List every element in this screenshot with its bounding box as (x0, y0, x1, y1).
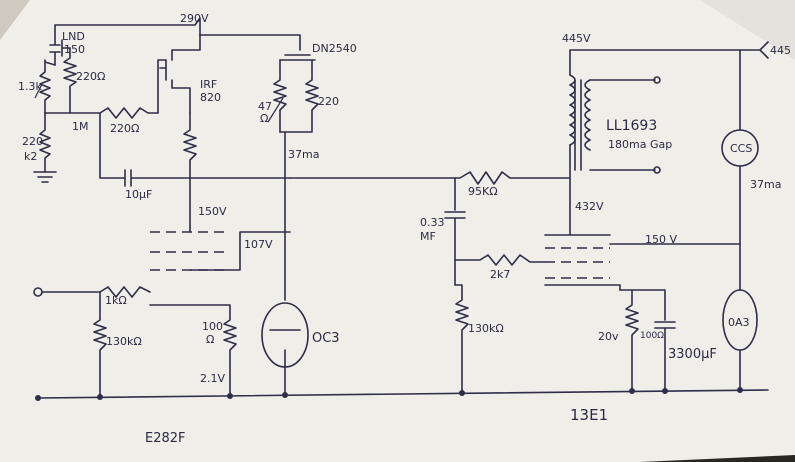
r1m-label: 1M (72, 120, 89, 133)
oa3-label: 0A3 (728, 316, 750, 329)
out445-label: 445 (770, 44, 791, 57)
dn2540-wiring (199, 34, 319, 301)
v20-label: 20v (598, 330, 619, 343)
i37-label: 37ma (288, 148, 319, 161)
r47-label: 47 (258, 100, 272, 113)
r1k-label: 1kΩ (105, 294, 127, 307)
v290-label: 290V (180, 12, 209, 25)
r220-left-label: 220Ω (76, 70, 105, 83)
labels: 290V LND 150 220Ω 1.3k 220 k2 1M 220Ω IR… (18, 12, 791, 446)
regulator-wiring (33, 17, 291, 229)
r95k-label: 95KΩ (468, 185, 498, 198)
v445-label: 445V (562, 32, 591, 45)
v107-label: 107V (244, 238, 273, 251)
r100-sub-label: Ω (206, 333, 214, 346)
ccs-label: CCS (730, 142, 752, 155)
e282f-label: E282F (145, 431, 186, 446)
irf-label: IRF (200, 78, 217, 91)
shadow-right (700, 0, 795, 60)
irf-sub-label: 820 (200, 91, 221, 104)
oc3-tube (261, 302, 309, 396)
e282f-tube (150, 227, 291, 271)
v21-label: 2.1V (200, 372, 225, 385)
lnd150-label: LND (62, 30, 85, 43)
v150-label: 150V (198, 205, 227, 218)
shadow-left (0, 0, 30, 40)
c10-label: 10μF (125, 188, 152, 201)
v150b-label: 150 V (645, 233, 677, 246)
r100-label: 100 (202, 320, 223, 333)
c033-label: 0.33 (420, 216, 445, 229)
pot-label: 1.3k (18, 80, 42, 93)
r100r-label: 100Ω (640, 331, 664, 341)
lnd150-sub-label: 150 (64, 43, 85, 56)
c033-sub-label: MF (420, 230, 436, 243)
ll1693-label: LL1693 (606, 118, 657, 134)
ll1693-sub-label: 180ma Gap (608, 138, 672, 151)
r220k-label: 220 (22, 135, 43, 148)
r130-left-label: 130kΩ (106, 335, 142, 348)
oc3-label: OC3 (312, 331, 340, 346)
dn2540-label: DN2540 (312, 42, 357, 55)
i37b-label: 37ma (750, 178, 781, 191)
r2k7-label: 2k7 (490, 268, 510, 281)
output-wiring (289, 41, 769, 394)
r220-right-label: 220 (318, 95, 339, 108)
r220k-sub-label: k2 (24, 150, 37, 163)
v432-label: 432V (575, 200, 604, 213)
input-circuit (33, 286, 237, 396)
c3300-label: 3300μF (668, 347, 717, 362)
r220-mid-label: 220Ω (110, 122, 139, 135)
tube13e1-label: 13E1 (570, 406, 608, 424)
r47-sub-label: Ω (260, 112, 268, 125)
r130-right-label: 130kΩ (468, 322, 504, 335)
